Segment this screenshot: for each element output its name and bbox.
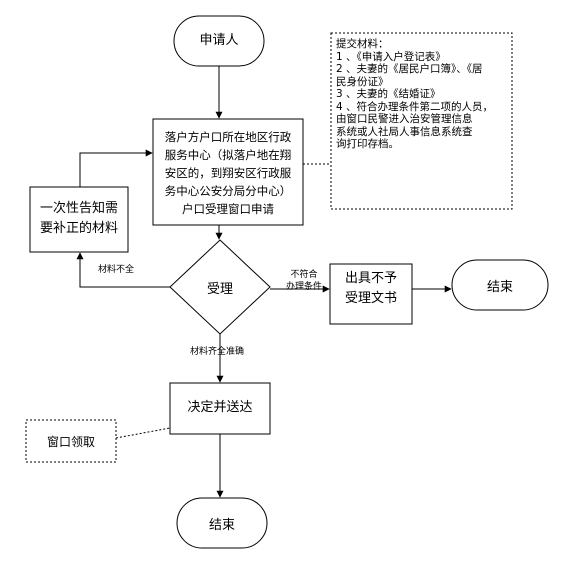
apply-window-line: 安区的，到翔安区行政服 bbox=[164, 166, 292, 180]
apply-window-text: 落户方户口所在地区行政 服务中心（拟落户地在翔 安区的，到翔安区行政服 务中心公… bbox=[153, 128, 303, 218]
materials-note-line: 1 、《申请入户登记表》 bbox=[336, 50, 446, 63]
supplement-text: 一次性告知需 要补正的材料 bbox=[30, 199, 128, 239]
edge-label-not-eligible: 不符合 办理条件 bbox=[276, 269, 332, 293]
supplement-line: 要补正的材料 bbox=[39, 221, 118, 236]
supplement-node bbox=[29, 186, 129, 253]
reject-doc-node bbox=[329, 263, 413, 325]
pickup-connector-line bbox=[115, 427, 171, 439]
apply-window-node bbox=[152, 118, 304, 226]
materials-note-text: 提交材料： 1 、《申请入户登记表》 2 、夫妻的《居民户口簿》、《居 民身份证… bbox=[336, 38, 493, 151]
edge-label-incomplete: 材料不全 bbox=[98, 265, 135, 275]
materials-note-line: 由窗口民警进入治安管理信息 bbox=[336, 113, 473, 125]
end-bottom-node bbox=[176, 497, 268, 549]
materials-note-line: 3 、夫妻的《结婚证》 bbox=[336, 88, 441, 100]
reject-doc-line: 出具不予 bbox=[344, 271, 397, 286]
materials-note-line: 提交材料： bbox=[336, 38, 389, 50]
window-pickup-label: 窗口领取 bbox=[46, 435, 95, 449]
decide-node bbox=[169, 382, 271, 435]
applicant-label: 申请人 bbox=[199, 33, 239, 48]
edge-label-line: 不符合 bbox=[290, 270, 318, 280]
materials-note-line: 民身份证》 bbox=[336, 75, 389, 88]
apply-window-line: 落户方户口所在地区行政 bbox=[164, 130, 292, 144]
end-bottom-label: 结束 bbox=[208, 518, 235, 533]
end-right-node bbox=[451, 259, 549, 311]
materials-note-line: 询打印存档。 bbox=[336, 138, 399, 150]
end-right-label: 结束 bbox=[486, 280, 513, 295]
apply-window-line: 服务中心（拟落户地在翔 bbox=[164, 148, 292, 162]
materials-note-line: 2 、夫妻的《居民户口簿》、《居 bbox=[336, 63, 483, 75]
apply-window-line: 务中心公安分局分中心） bbox=[164, 184, 292, 198]
materials-note-line: 系统或人社局人事信息系统查 bbox=[336, 125, 473, 138]
arrow-accept-to-supplement bbox=[76, 252, 170, 288]
supplement-line: 一次性告知需 bbox=[39, 201, 118, 216]
edge-label-line: 办理条件 bbox=[285, 282, 322, 292]
window-pickup-box bbox=[25, 419, 117, 463]
edge-label-complete: 材料齐全准确 bbox=[190, 347, 245, 357]
materials-note-line: 4 、符合办理条件第二项的人员， bbox=[336, 100, 494, 113]
materials-note-box bbox=[330, 32, 513, 210]
arrow-supplement-to-window bbox=[79, 149, 153, 187]
reject-doc-line: 受理文书 bbox=[344, 291, 397, 306]
accept-label: 受理 bbox=[206, 282, 233, 297]
reject-doc-text: 出具不予 受理文书 bbox=[330, 269, 412, 309]
decide-label: 决定并送达 bbox=[187, 400, 253, 415]
apply-window-line: 户口受理窗口申请 bbox=[182, 202, 274, 216]
